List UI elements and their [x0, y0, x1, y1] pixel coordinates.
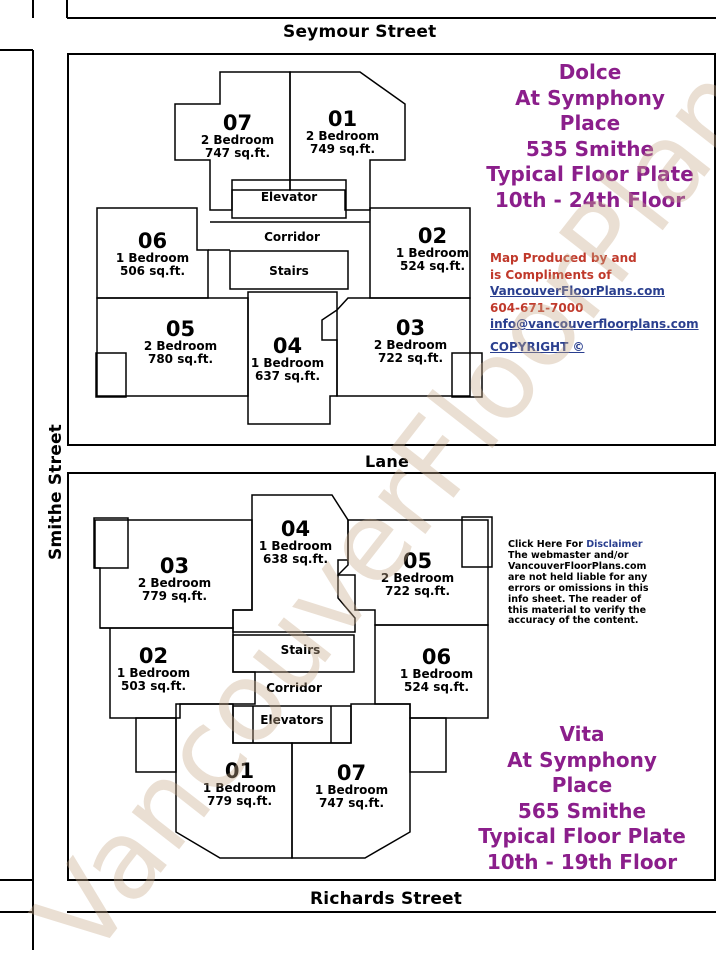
dolce-elevator: Elevator	[260, 190, 318, 204]
unit-size: 637 sq.ft.	[254, 368, 321, 383]
unit-number: 04	[272, 334, 303, 358]
credits-block: Map Produced by and is Compliments of Va…	[490, 250, 712, 355]
title-line: Vita	[559, 722, 605, 746]
unit-number: 06	[421, 645, 452, 669]
disclaimer-link[interactable]: Disclaimer	[586, 539, 643, 550]
unit-type: 2 Bedroom	[373, 338, 448, 353]
dolce-corridor: Corridor	[264, 230, 320, 244]
unit-size: 524 sq.ft.	[403, 679, 470, 694]
dolce-unit-07[interactable]: 07 2 Bedroom 747 sq.ft.	[190, 112, 285, 159]
title-line: Place	[559, 111, 621, 136]
unit-size: 722 sq.ft.	[384, 583, 451, 598]
unit-number: 02	[417, 224, 448, 248]
vita-floorplan	[93, 494, 493, 859]
unit-type: 1 Bedroom	[250, 356, 325, 371]
dolce-unit-06[interactable]: 06 1 Bedroom 506 sq.ft.	[105, 230, 200, 277]
vita-unit-01[interactable]: 01 1 Bedroom 779 sq.ft.	[192, 760, 287, 807]
disclaimer-prefix: Click Here For	[508, 539, 587, 550]
unit-type: 1 Bedroom	[115, 251, 190, 266]
vita-title: Vita At Symphony Place 565 Smithe Typica…	[462, 722, 702, 876]
phone-link[interactable]: 604-671-7000	[490, 300, 584, 315]
unit-number: 02	[138, 644, 169, 668]
unit-size: 749 sq.ft.	[309, 141, 376, 156]
credits-line2: is Compliments of	[490, 267, 612, 282]
unit-size: 747 sq.ft.	[204, 145, 271, 160]
disclaimer-body: The webmaster and/or VancouverFloorPlans…	[508, 549, 649, 627]
unit-type: 2 Bedroom	[200, 133, 275, 148]
vita-unit-04[interactable]: 04 1 Bedroom 638 sq.ft.	[248, 518, 343, 565]
disclaimer-block: Click Here For Disclaimer The webmaster …	[508, 539, 658, 627]
dolce-title: Dolce At Symphony Place 535 Smithe Typic…	[470, 60, 710, 214]
unit-size: 779 sq.ft.	[206, 793, 273, 808]
unit-number: 03	[159, 554, 190, 578]
vita-elevators: Elevators	[260, 713, 324, 727]
title-line: At Symphony	[515, 85, 665, 110]
street-richards: Richards Street	[310, 889, 463, 909]
unit-size: 503 sq.ft.	[120, 678, 187, 693]
title-line: 565 Smithe	[517, 798, 647, 823]
dolce-plate	[67, 53, 716, 446]
unit-number: 05	[165, 317, 196, 341]
title-line: Typical Floor Plate	[478, 824, 686, 849]
unit-size: 779 sq.ft.	[141, 588, 208, 603]
unit-number: 07	[336, 761, 367, 785]
vita-corridor: Corridor	[266, 681, 322, 695]
dolce-unit-01[interactable]: 01 2 Bedroom 749 sq.ft.	[295, 108, 390, 155]
website-link[interactable]: VancouverFloorPlans.com	[490, 284, 665, 299]
unit-size: 722 sq.ft.	[377, 350, 444, 365]
unit-type: 2 Bedroom	[380, 571, 455, 586]
vita-unit-03[interactable]: 03 2 Bedroom 779 sq.ft.	[127, 555, 222, 602]
copyright-link[interactable]: COPYRIGHT ©	[490, 339, 585, 354]
title-line: At Symphony	[507, 747, 657, 772]
vita-unit-07[interactable]: 07 1 Bedroom 747 sq.ft.	[304, 762, 399, 809]
dolce-floorplan	[95, 71, 483, 425]
unit-number: 01	[327, 107, 358, 131]
unit-size: 747 sq.ft.	[318, 795, 385, 810]
unit-type: 1 Bedroom	[314, 783, 389, 798]
dolce-unit-05[interactable]: 05 2 Bedroom 780 sq.ft.	[133, 318, 228, 365]
dolce-unit-04[interactable]: 04 1 Bedroom 637 sq.ft.	[240, 335, 335, 382]
unit-type: 2 Bedroom	[137, 576, 212, 591]
credits-line1: Map Produced by and	[490, 251, 637, 265]
email-link[interactable]: info@vancouverfloorplans.com	[490, 317, 699, 332]
title-line: 10th - 24th Floor	[494, 187, 686, 212]
vita-stairs: Stairs	[280, 643, 321, 657]
unit-type: 2 Bedroom	[143, 339, 218, 354]
unit-size: 524 sq.ft.	[399, 258, 466, 273]
vita-unit-02[interactable]: 02 1 Bedroom 503 sq.ft.	[106, 645, 201, 692]
unit-number: 05	[402, 549, 433, 573]
unit-size: 506 sq.ft.	[119, 263, 186, 278]
street-lane: Lane	[365, 452, 410, 471]
unit-number: 01	[224, 759, 255, 783]
unit-size: 780 sq.ft.	[147, 351, 214, 366]
unit-number: 04	[280, 517, 311, 541]
vita-unit-05[interactable]: 05 2 Bedroom 722 sq.ft.	[370, 550, 465, 597]
dolce-stairs: Stairs	[269, 264, 309, 278]
title-line: 535 Smithe	[525, 136, 655, 161]
vita-plate	[67, 472, 716, 881]
dolce-unit-02[interactable]: 02 1 Bedroom 524 sq.ft.	[385, 225, 480, 272]
title-line: Typical Floor Plate	[486, 162, 694, 187]
street-seymour: Seymour Street	[283, 22, 437, 42]
vita-unit-06[interactable]: 06 1 Bedroom 524 sq.ft.	[389, 646, 484, 693]
title-line: 10th - 19th Floor	[486, 849, 678, 874]
title-line: Dolce	[558, 60, 622, 84]
unit-type: 1 Bedroom	[202, 781, 277, 796]
unit-type: 1 Bedroom	[116, 666, 191, 681]
unit-number: 06	[137, 229, 168, 253]
unit-type: 1 Bedroom	[258, 539, 333, 554]
unit-type: 2 Bedroom	[305, 129, 380, 144]
title-line: Place	[551, 773, 613, 798]
unit-number: 03	[395, 316, 426, 340]
unit-size: 638 sq.ft.	[262, 551, 329, 566]
unit-type: 1 Bedroom	[395, 246, 470, 261]
dolce-unit-03[interactable]: 03 2 Bedroom 722 sq.ft.	[363, 317, 458, 364]
unit-number: 07	[222, 111, 253, 135]
unit-type: 1 Bedroom	[399, 667, 474, 682]
